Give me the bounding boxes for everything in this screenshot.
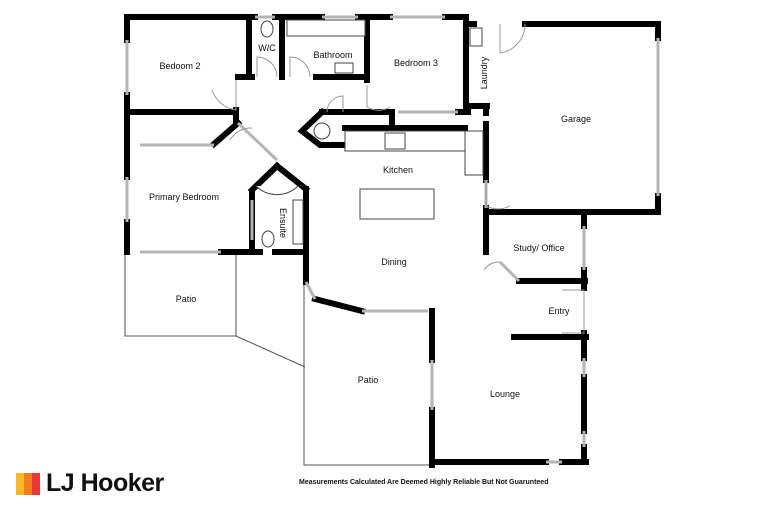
walls (124, 14, 661, 468)
room-label-garage: Garage (560, 114, 592, 124)
lj-hooker-logo: LJ Hooker (16, 469, 164, 498)
logo-bar-yellow (16, 472, 24, 495)
doors (211, 23, 585, 334)
room-label-patio-left: Patio (175, 294, 197, 304)
logo-bar-red (32, 472, 40, 495)
logo-text: LJ Hooker (46, 469, 164, 497)
room-label-patio-center: Patio (357, 375, 379, 385)
room-label-bedroom-3: Bedroom 3 (393, 58, 439, 68)
room-label-kitchen: Kitchen (382, 165, 414, 175)
bathroom-fixtures (255, 19, 483, 248)
room-label-wc: W/C (258, 43, 276, 53)
room-label-study-office: Study/ Office (513, 243, 565, 253)
room-label-laundry: Laundry (479, 56, 489, 90)
room-label-primary-bedroom: Primary Bedroom (148, 192, 220, 202)
room-label-entry: Entry (548, 306, 570, 316)
room-label-lounge: Lounge (489, 389, 521, 399)
patio-outlines (124, 252, 432, 466)
room-label-bathroom: Bathroom (313, 50, 353, 60)
kitchen-fixtures (313, 122, 484, 220)
room-label-dining: Dining (381, 257, 407, 267)
logo-bar-orange (24, 472, 32, 495)
room-label-ensuite: Ensuite (278, 207, 288, 239)
measurement-disclaimer: Measurements Calculated Are Deemed Highl… (299, 479, 549, 486)
windows (125, 15, 660, 464)
room-label-bedroom-2: Bedoom 2 (159, 61, 201, 71)
